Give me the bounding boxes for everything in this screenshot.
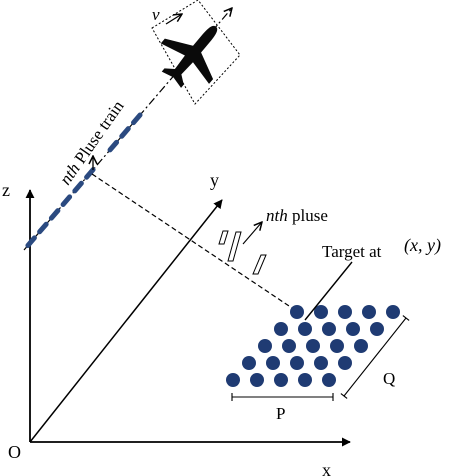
target-dot xyxy=(330,339,344,353)
target-dot xyxy=(314,305,328,319)
pulse-dash xyxy=(119,126,131,139)
target-dot xyxy=(274,373,288,387)
target-dot xyxy=(290,356,304,370)
pulse-dash xyxy=(48,208,61,221)
airplane-icon xyxy=(160,25,218,88)
target-dot xyxy=(346,322,360,336)
target-dot xyxy=(226,373,240,387)
target-dot xyxy=(258,339,272,353)
target-dot xyxy=(354,339,368,353)
y-axis xyxy=(29,199,223,443)
pulse-label-arrow xyxy=(242,222,262,245)
pulse-dash xyxy=(37,221,49,235)
target-dot xyxy=(314,356,328,370)
dimension-q-label: Q xyxy=(383,369,395,388)
target-label: Target at xyxy=(322,242,382,261)
pulse-dash xyxy=(72,180,84,194)
target-dot xyxy=(322,373,336,387)
line-of-sight xyxy=(91,173,299,313)
pulse-dash xyxy=(25,235,37,248)
x-axis-label: x xyxy=(322,460,331,476)
pulse-bar xyxy=(252,254,267,275)
target-dot xyxy=(370,322,384,336)
target-dot xyxy=(298,373,312,387)
pulse-dash xyxy=(107,139,120,153)
velocity-label: v xyxy=(152,5,160,24)
z-axis-label: z xyxy=(2,180,10,200)
pulse-bars xyxy=(218,230,267,275)
pulse-dash xyxy=(131,112,143,126)
target-dot xyxy=(250,373,264,387)
target-dot xyxy=(338,356,352,370)
pulse-dash xyxy=(84,167,96,180)
target-pointer xyxy=(304,261,353,321)
pulse-label: nth pluse xyxy=(266,206,328,225)
target-dot xyxy=(282,339,296,353)
target-dot xyxy=(274,322,288,336)
velocity-arrow xyxy=(165,14,182,25)
dimension-p-label: P xyxy=(276,404,285,423)
target-dot xyxy=(322,322,336,336)
y-axis-label: y xyxy=(210,170,219,190)
dimension-q-line xyxy=(340,315,410,399)
target-dot xyxy=(306,339,320,353)
target-dot xyxy=(362,305,376,319)
pulse-bar xyxy=(227,231,242,262)
pulse-bar xyxy=(218,230,229,245)
target-dot xyxy=(386,305,400,319)
target-dot xyxy=(338,305,352,319)
target-coordinates: (x, y) xyxy=(404,235,441,256)
target-dot xyxy=(266,356,280,370)
pulse-dash xyxy=(60,194,73,207)
target-grid xyxy=(226,305,400,387)
pulse-train xyxy=(25,112,143,248)
origin-label: O xyxy=(8,442,21,462)
target-dot xyxy=(242,356,256,370)
target-dot xyxy=(290,305,304,319)
target-dot xyxy=(298,322,312,336)
